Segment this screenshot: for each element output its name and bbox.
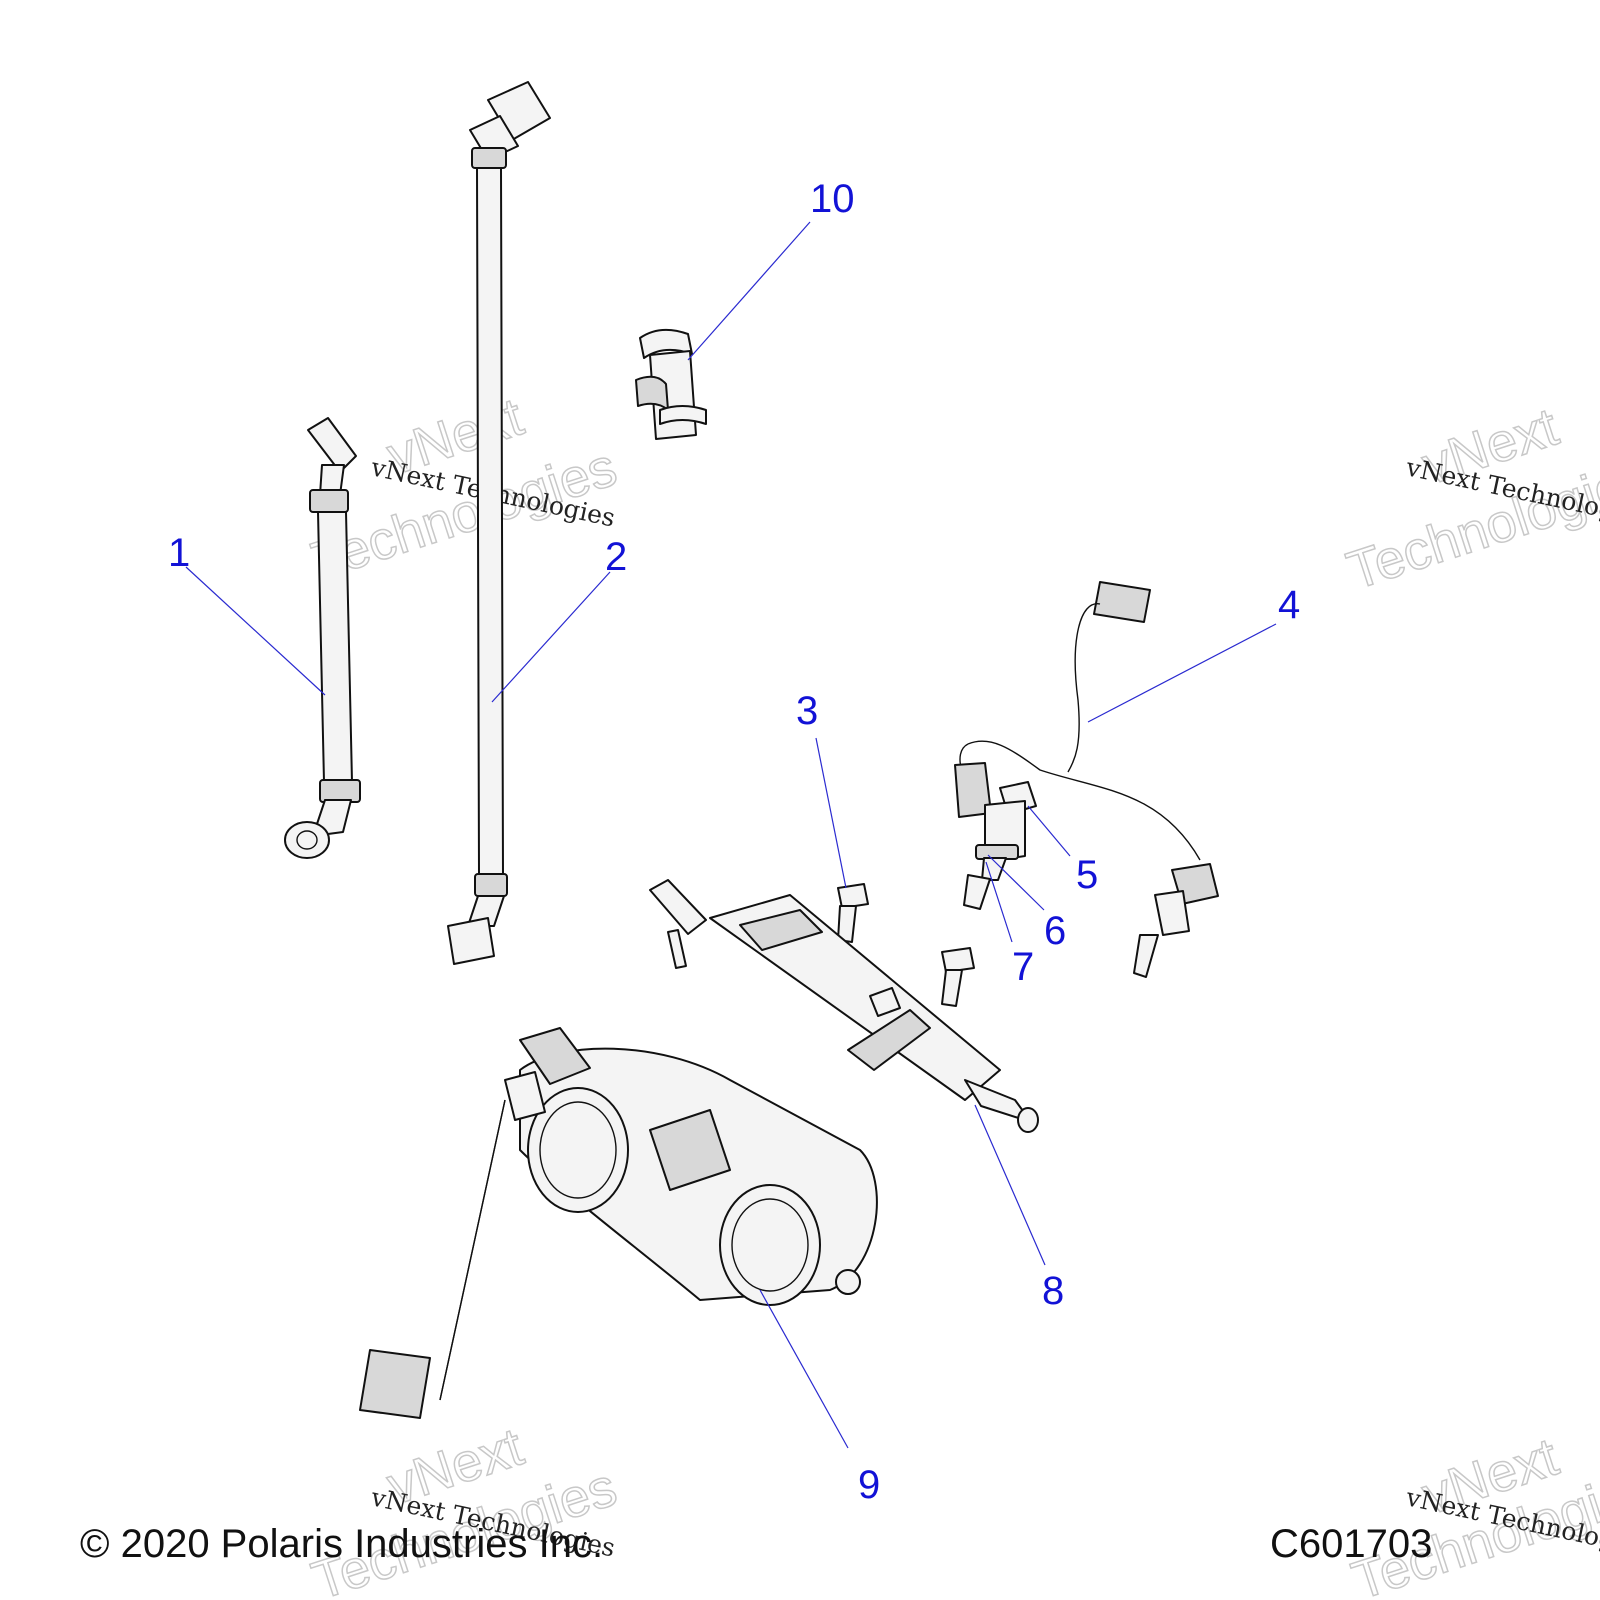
- callout-7: 7: [1012, 945, 1034, 989]
- leader-6: [987, 854, 1045, 911]
- leader-5: [1027, 805, 1071, 857]
- callout-2: 2: [605, 535, 627, 579]
- copyright-text: © 2020 Polaris Industries Inc.: [80, 1522, 604, 1566]
- leader-10: [687, 221, 811, 361]
- watermark-bottom-left: vNext Technologies vNext Technologies: [304, 1416, 624, 1600]
- leader-9: [759, 1289, 849, 1449]
- watermark-bottom-right: vNext Technologies vNext Technologies: [1344, 1426, 1600, 1600]
- fuel-rail: [649, 879, 1039, 1133]
- watermark-top-left: vNext Technologies vNext Technologies: [304, 386, 624, 592]
- callout-3: 3: [796, 689, 818, 733]
- callout-5: 5: [1076, 853, 1098, 897]
- leader-3: [815, 737, 847, 889]
- callout-labels: 1 2 3 4 5 6 7 8 9 10: [168, 177, 1300, 1507]
- watermark-top-right: vNext Technologies vNext Technologies: [1339, 396, 1600, 602]
- leader-8: [974, 1104, 1046, 1266]
- fuel-hose-long: [447, 81, 551, 965]
- leader-lines: [185, 221, 1277, 1449]
- callout-8: 8: [1042, 1269, 1064, 1313]
- callout-1: 1: [168, 531, 190, 575]
- callout-6: 6: [1044, 909, 1066, 953]
- hose-clip: [635, 328, 707, 440]
- throttle-body: [359, 1027, 878, 1419]
- bolt: [667, 883, 975, 1007]
- callout-9: 9: [858, 1463, 880, 1507]
- fuel-hose-short: [284, 417, 361, 859]
- leader-4: [1087, 623, 1277, 723]
- leader-1: [185, 566, 326, 696]
- callout-10: 10: [810, 177, 855, 221]
- leader-7: [985, 861, 1013, 943]
- figure-code: C601703: [1270, 1522, 1433, 1566]
- fuel-injector: [963, 781, 1037, 910]
- wiring-harness: [954, 581, 1219, 978]
- callout-4: 4: [1278, 583, 1300, 627]
- leader-2: [491, 571, 611, 703]
